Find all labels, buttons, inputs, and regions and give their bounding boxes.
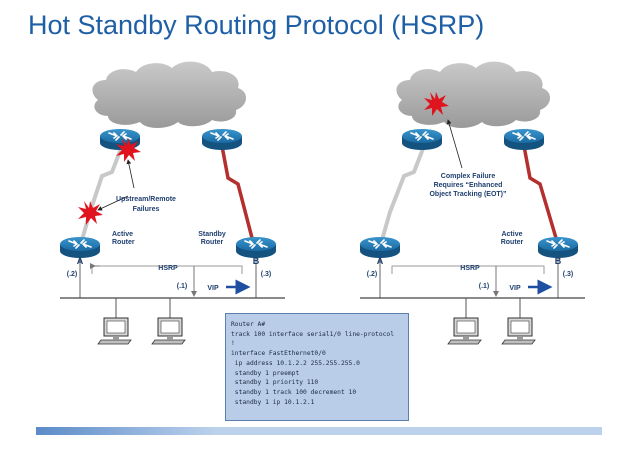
- left-router-b-letter: B: [253, 256, 260, 266]
- router-config-box: Router A# track 100 interface serial1/0 …: [225, 313, 409, 421]
- left-addr-b: (.3): [261, 271, 272, 278]
- left-upstream-router-b: [201, 128, 243, 151]
- right-pc-2: [501, 317, 536, 345]
- right-router-b: [537, 236, 579, 259]
- left-failure-burst-lower: [78, 201, 103, 225]
- config-line: ip address 10.1.2.2 255.255.255.0: [231, 359, 360, 367]
- left-active-label-2: Router: [112, 239, 135, 246]
- config-line: standby 1 priority 110: [231, 379, 319, 387]
- right-addr-vip: (.1): [479, 283, 490, 290]
- left-standby-label-1: Standby: [198, 231, 226, 238]
- left-vip-label: VIP: [207, 285, 219, 292]
- left-addr-a: (.2): [67, 271, 78, 278]
- right-hsrp-label: HSRP: [460, 265, 480, 272]
- right-vip-label: VIP: [509, 285, 521, 292]
- config-line: track 100 interface serial1/0 line-proto…: [231, 330, 395, 338]
- left-router-a: [59, 236, 101, 259]
- left-gray-uplink: [80, 145, 124, 241]
- left-red-uplink: [220, 145, 254, 239]
- right-active-label-1: Active: [501, 231, 522, 238]
- right-topology: A B Complex Failure Requires “Enhanced O…: [359, 61, 585, 345]
- left-failure-label-1: Upstream/Remote: [116, 196, 176, 203]
- right-red-uplink: [522, 145, 558, 239]
- config-line: !: [231, 340, 235, 348]
- left-addr-vip: (.1): [177, 283, 188, 290]
- right-active-label-2: Router: [501, 239, 524, 246]
- right-addr-b: (.3): [563, 271, 574, 278]
- config-line: standby 1 ip 10.1.2.1: [231, 398, 315, 406]
- right-upstream-router-b: [503, 128, 545, 151]
- left-hsrp-label: HSRP: [158, 265, 178, 272]
- right-cloud: [396, 61, 551, 129]
- config-line: Router A#: [231, 321, 266, 328]
- right-router-b-letter: B: [555, 256, 562, 266]
- left-pc-2: [151, 317, 186, 345]
- left-pc-1: [97, 317, 132, 345]
- config-line: interface FastEthernet0/0: [231, 350, 326, 358]
- config-line: standby 1 preempt: [231, 369, 300, 377]
- left-router-a-letter: A: [77, 256, 84, 266]
- right-complex-label-1: Complex Failure: [441, 173, 496, 180]
- right-router-a-letter: A: [377, 256, 384, 266]
- right-gray-uplink: [380, 145, 426, 241]
- right-pc-1: [447, 317, 482, 345]
- right-upstream-router-a: [401, 128, 443, 151]
- config-line: standby 1 track 100 decrement 10: [231, 388, 357, 396]
- left-standby-label-2: Router: [201, 239, 224, 246]
- right-complex-label-2: Requires “Enhanced: [434, 182, 503, 189]
- right-complex-label-3: Object Tracking (EOT)”: [429, 191, 506, 198]
- left-cloud: [92, 61, 247, 129]
- left-router-b: [235, 236, 277, 259]
- page-title: Hot Standby Routing Protocol (HSRP): [28, 10, 485, 40]
- left-active-label-1: Active: [112, 231, 133, 238]
- right-addr-a: (.2): [367, 271, 378, 278]
- footer-bar: [36, 427, 602, 435]
- left-topology: A B Upstream/Remote Failures Active Rout…: [59, 61, 285, 345]
- right-router-a: [359, 236, 401, 259]
- left-failure-label-2: Failures: [133, 206, 160, 213]
